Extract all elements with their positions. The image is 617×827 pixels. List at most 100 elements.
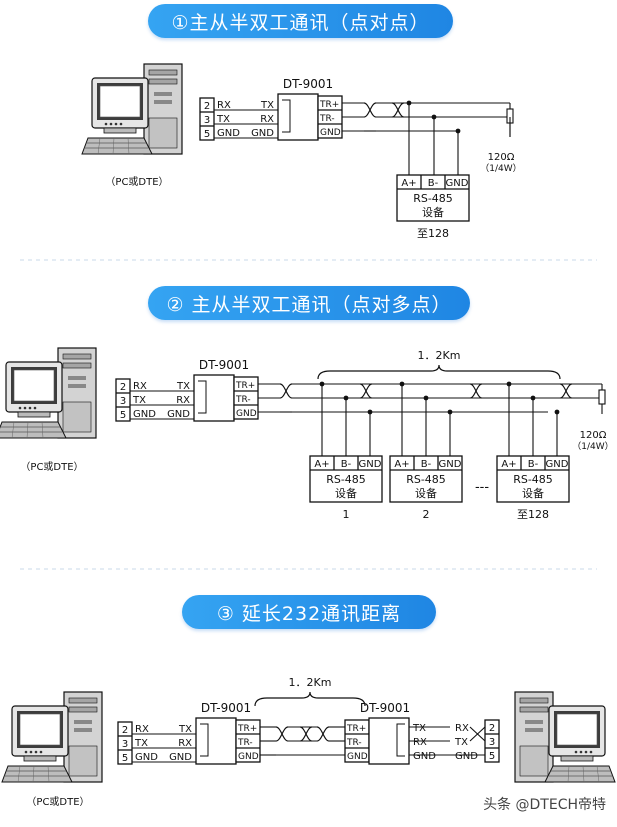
rs232-extension-diagram: （PC或DTE） 1．2Km 2 3 5 RX TX GND TX RX GND DT-9001TR+… <box>1 676 615 808</box>
device-terminal-label: GND <box>446 178 469 189</box>
rs485-device <box>389 455 463 503</box>
device-type-label: RS-485 <box>406 473 446 486</box>
converter-output-label: GND <box>236 409 257 419</box>
device-terminal-label: GND <box>439 459 462 470</box>
device-terminal-label: A+ <box>401 178 416 189</box>
watermark: 头条 @DTECH帝特 <box>483 796 606 813</box>
device-label: 设备 <box>335 486 357 500</box>
converter-input-label: RX <box>178 738 192 749</box>
converter-body <box>277 93 319 141</box>
converter-model-label: DT-9001 <box>199 358 249 372</box>
device-terminal-label: B- <box>421 459 432 470</box>
twisted-pair <box>316 726 330 742</box>
device-terminal-label: A+ <box>501 459 516 470</box>
converter-input-label: RX <box>176 395 190 406</box>
distance-brace <box>317 364 561 380</box>
device-caption: 1 <box>343 508 350 521</box>
twisted-pair <box>469 383 483 399</box>
pc-signal-label: TX <box>216 114 230 125</box>
converter-right-label: DT-9001 <box>360 701 410 715</box>
pc-signal-label: RX <box>135 724 149 735</box>
section-3-title: ③ 延长232通讯距离 <box>182 595 436 629</box>
pc-signal-label: TX <box>454 737 468 748</box>
pc-label: （PC或DTE） <box>105 176 168 188</box>
device-caption: 2 <box>423 508 430 521</box>
pin-number: 5 <box>204 129 210 140</box>
pin-number: 2 <box>489 723 495 734</box>
converter-left-label: DT-9001 <box>201 701 251 715</box>
converter-output-label: TR- <box>237 738 253 748</box>
pin-number: 5 <box>489 751 495 762</box>
converter-body <box>193 374 235 422</box>
pc-label: （PC或DTE） <box>26 796 89 808</box>
twisted-pair <box>391 102 405 118</box>
converter-output-label: TR+ <box>346 724 366 734</box>
converter-output-label: TR+ <box>235 381 255 391</box>
pin-number: 3 <box>204 115 210 126</box>
twisted-pair <box>299 726 313 742</box>
pin-number: 2 <box>122 725 128 736</box>
converter-input-label: TX <box>260 100 274 111</box>
pin-number: 3 <box>122 739 128 750</box>
device-terminal-label: GND <box>359 459 382 470</box>
terminator-value: 120Ω <box>580 430 607 441</box>
device-type-label: RS-485 <box>413 192 453 205</box>
pin-number: 2 <box>120 382 126 393</box>
device-caption: 至128 <box>417 227 449 240</box>
converter-input-label: GND <box>169 752 192 763</box>
pin-number: 2 <box>204 101 210 112</box>
device-label: 设备 <box>522 486 544 500</box>
terminator-power: （1/4W） <box>572 441 613 452</box>
db9-pin-block <box>199 97 215 141</box>
pc-signal-label: GND <box>133 409 156 420</box>
twisted-pair <box>279 383 293 399</box>
converter-output-label: TR+ <box>237 724 257 734</box>
device-terminal-label: B- <box>341 459 352 470</box>
converter-input-label: TX <box>412 723 426 734</box>
converter-output-label: TR+ <box>319 100 339 110</box>
distance-label: 1．2Km <box>289 676 332 689</box>
converter-input-label: RX <box>260 114 274 125</box>
twisted-pair <box>559 383 573 399</box>
section-1-title: ①主从半双工通讯（点对点） <box>148 4 453 38</box>
pin-number: 5 <box>120 410 126 421</box>
device-type-label: RS-485 <box>513 473 553 486</box>
converter-input-label: RX <box>413 737 427 748</box>
converter-input-label: GND <box>251 128 274 139</box>
pc-signal-label: GND <box>135 752 158 763</box>
converter-body <box>368 717 410 765</box>
twisted-pair <box>275 726 289 742</box>
section-dividers <box>20 259 597 570</box>
converter-output-terminals <box>317 95 343 139</box>
ellipsis: --- <box>475 480 489 495</box>
pc-signal-label: TX <box>132 395 146 406</box>
converter-output-label: GND <box>238 752 259 762</box>
device-terminal-label: B- <box>528 459 539 470</box>
converter-input-label: TX <box>176 381 190 392</box>
device-caption: 至128 <box>517 508 549 521</box>
converter-output-label: TR- <box>235 395 251 405</box>
device-terminal-label: A+ <box>394 459 409 470</box>
twisted-pair <box>359 383 373 399</box>
converter-model-label: DT-9001 <box>283 77 333 91</box>
pc-label: （PC或DTE） <box>20 461 83 473</box>
computer-icon <box>515 692 615 782</box>
distance-label: 1．2Km <box>418 349 461 362</box>
device-type-label: RS-485 <box>326 473 366 486</box>
converter-output-label: TR- <box>346 738 362 748</box>
rs485-device <box>309 455 383 503</box>
pin-number: 5 <box>122 753 128 764</box>
pc-signal-label: GND <box>455 751 478 762</box>
converter-input-label: GND <box>167 409 190 420</box>
section-2-title: ② 主从半双工通讯（点对多点） <box>148 286 470 320</box>
converter-input-label: GND <box>413 751 436 762</box>
device-terminal-label: GND <box>546 459 569 470</box>
converter-body <box>195 717 237 765</box>
device-terminal-label: A+ <box>314 459 329 470</box>
terminator-resistor <box>598 389 606 405</box>
db9-pin-block <box>115 378 131 422</box>
pin-number: 3 <box>120 396 126 407</box>
converter-input-label: TX <box>178 724 192 735</box>
pc-signal-label: TX <box>134 738 148 749</box>
